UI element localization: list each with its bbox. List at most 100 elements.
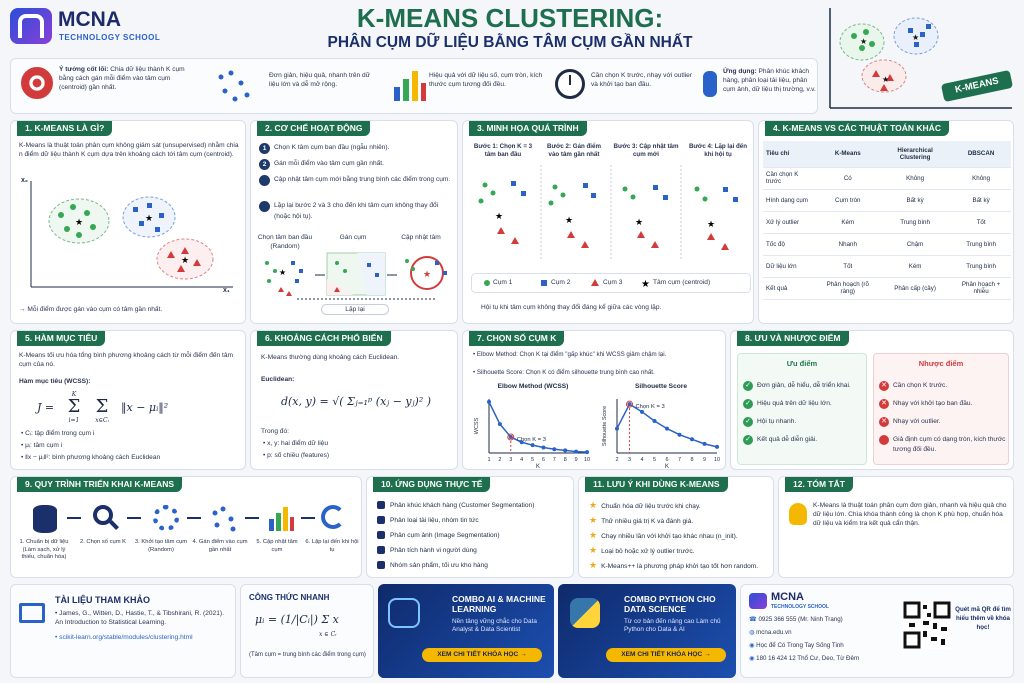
section-objective: 5. HÀM MỤC TIÊU K-Means tối ưu hóa tổng … [10,330,246,470]
promo-python-button[interactable]: XEM CHI TIẾT KHÓA HỌC → [606,648,726,662]
s6-label: Euclidean: [261,376,295,383]
svg-text:★: ★ [181,255,189,265]
globe-icon: ◍ [749,629,757,636]
phone-icon: ☎ [749,616,759,623]
s1-note: → Mỗi điểm được gán vào cụm có tâm gần n… [19,306,163,313]
contact-block: MCNA TECHNOLOGY SCHOOL ☎ 0925 366 555 (M… [740,584,1014,678]
references-block: TÀI LIỆU THAM KHẢO • James, G., Witten, … [10,584,236,678]
x-tick-label: 1 [487,457,490,463]
logo-mark-icon [18,14,44,38]
table-header-cell: Hierarchical Clustering [879,141,952,168]
s12-text: K-Means là thuật toán phân cụm đơn giản,… [813,502,1007,527]
section-choose-k: 7. CHỌN SỐ CỤM K • Elbow Method: Chọn K … [462,330,726,470]
svg-text:★: ★ [279,268,286,277]
s3-legend-box: ★ [471,273,751,293]
intro-item-4: Cần chọn K trước, nhạy với outlier và kh… [591,72,693,88]
list-item: ★K-Means++ là phương pháp khởi tạo tốt h… [589,560,759,571]
bar-chart-icon [394,71,426,101]
contact-phone[interactable]: ☎ 0925 366 555 (Mr. Ninh Trang) [749,616,843,623]
reference-item: • James, G., Witten, D., Hastie, T., & T… [55,610,224,626]
s2-loop-label: Lặp lại [321,304,389,315]
x-tick-label: 8 [564,457,567,463]
logo [749,593,767,609]
svg-text:★: ★ [635,217,643,227]
quick-sum-index: x ∈ Cᵢ [319,631,337,638]
data-point [585,450,589,455]
scatter-icon [212,506,236,532]
s6-bullet-1: • x, y: hai điểm dữ liệu [263,440,328,447]
con-item: ✕Cần chọn K trước. [879,381,1007,391]
contact-brand-sub: TECHNOLOGY SCHOOL [771,604,829,610]
y-axis-label: Silhouette Score [602,406,608,446]
location-icon: ◉ [749,642,757,649]
list-item: ★Chạy nhiều lần với khởi tạo khác nhau (… [589,530,738,541]
section-title: 4. K-MEANS VS CÁC THUẬT TOÁN KHÁC [765,121,949,136]
list-icon [377,531,385,539]
section-summary: 12. TÓM TẮT K-Means là thuật toán phân c… [778,476,1014,578]
list-icon [377,516,385,524]
intro-item-2: Đơn giản, hiệu quả, nhanh trên dữ liệu l… [269,72,371,88]
table-header-cell: K-Means [816,141,880,168]
s1-x-axis-label: x₁ [223,287,230,294]
page-title: K-MEANS CLUSTERING: [356,3,664,33]
data-point [677,432,682,437]
section-title: 1. K-MEANS LÀ GÌ? [17,121,113,136]
section-title: 5. HÀM MỤC TIÊU [17,331,106,346]
database-icon [33,505,57,533]
pros-box [737,353,867,465]
data-point [665,426,669,431]
svg-text:★: ★ [565,215,573,225]
gear-icon [153,505,179,531]
series-line [616,403,718,448]
list-item: Nhóm sản phẩm, tối ưu kho hàng [377,561,567,570]
table-header-cell: DBSCAN [951,141,1011,168]
arrow-icon [187,517,201,519]
list-item: ★Loại bỏ hoặc xử lý outlier trước. [589,545,695,556]
x-axis-label: K [536,464,540,469]
comparison-table: Tiêu chí K-Means Hierarchical Clustering… [763,141,1011,300]
x-axis-label: K [665,464,669,469]
s1-y-axis-label: x₂ [21,177,29,184]
s5-bullet-1: • Cᵢ: tập điểm trong cụm i [21,430,95,437]
svg-text:★: ★ [707,219,715,229]
silhouette-chart-title: Silhouette Score [634,383,688,390]
s3-step-3-label: Bước 3: Cập nhật tâm cụm mới [613,143,679,158]
contact-slogan: ◉ Học để Có Trong Tay Sống Tinh [749,642,844,649]
x-tick-label: 2 [498,457,501,463]
data-point [652,418,657,423]
s3-legend-3: Cụm 3 [603,279,623,286]
qr-code[interactable] [903,601,951,649]
contact-website[interactable]: ◍ mcna.edu.vn [749,629,792,636]
section-pipeline: 9. QUY TRÌNH TRIỂN KHAI K-MEANS 1. Chuẩn… [10,476,362,578]
pipeline-step: 6. Lặp lại đến khi hội tụ [305,539,359,553]
bar-chart-icon [269,507,294,531]
s1-text: K-Means là thuật toán phân cụm không giá… [19,142,239,158]
section-applications: 10. ỨNG DỤNG THỰC TẾ Phân khúc khách hàn… [366,476,574,578]
x-tick-label: 3 [509,457,512,463]
reference-link[interactable]: • scikit-learn.org/stable/modules/cluste… [55,634,193,641]
s6-bullet-2: • p: số chiều (features) [263,452,330,459]
intro-strip: Ý tưởng cốt lõi: Chia dữ liệu thành K cụ… [10,58,818,114]
cons-box [873,353,1009,465]
svg-text:★: ★ [641,279,650,290]
lightbulb-icon [789,503,807,525]
svg-text:★: ★ [882,75,889,84]
section-title: 7. CHỌN SỐ CỤM K [469,331,565,346]
promo-ai-ml: COMBO AI & MACHINE LEARNING Nền tảng vữn… [378,584,554,678]
arrow-icon [301,517,315,519]
promo-ai-ml-button[interactable]: XEM CHI TIẾT KHÓA HỌC → [422,648,542,662]
quick-note: (Tâm cụm = trung bình các điểm trong cụm… [249,652,366,658]
references-title: TÀI LIỆU THAM KHẢO [55,595,150,605]
highlight-point [507,433,515,441]
pro-item: ✓Hội tụ nhanh. [743,417,865,427]
search-icon [93,505,113,525]
promo-title: COMBO PYTHON CHO DATA SCIENCE [624,594,716,614]
section-what-is-kmeans: 1. K-MEANS LÀ GÌ? K-Means là thuật toán … [10,120,246,324]
s3-steps-figure: ★★★★ [478,165,738,261]
star-icon: ★ [589,560,598,570]
x-tick-label: 5 [653,457,656,463]
